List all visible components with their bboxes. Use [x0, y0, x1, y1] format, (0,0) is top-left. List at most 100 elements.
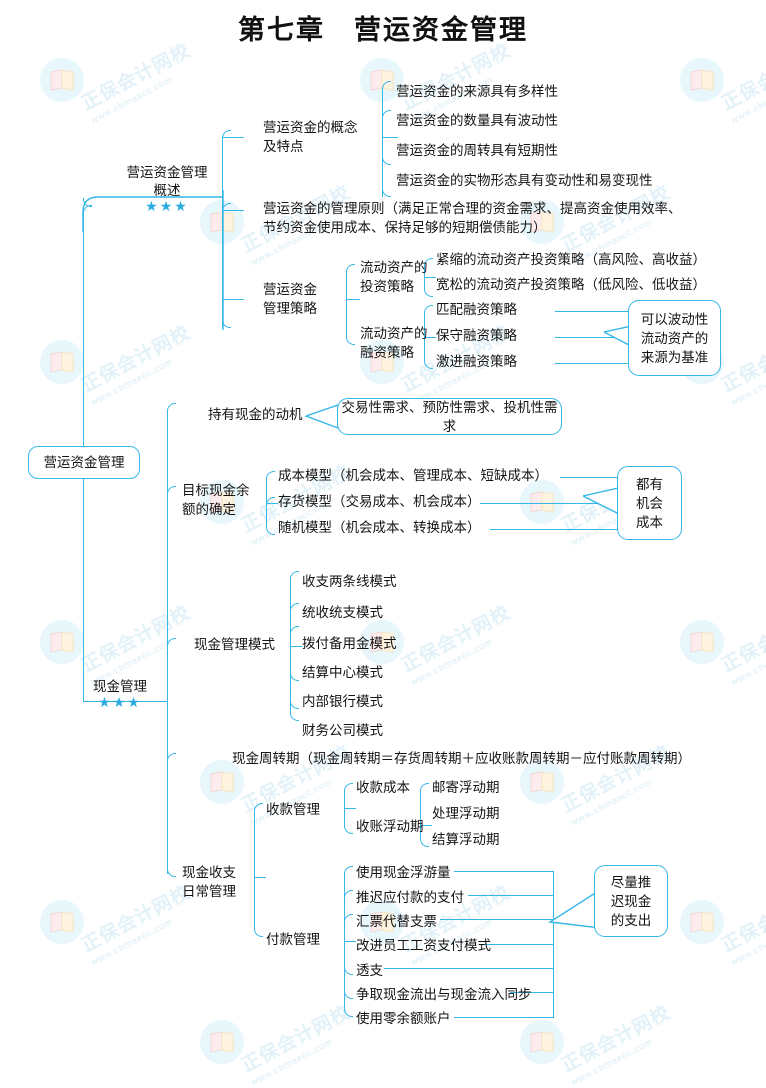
watermark-logo-icon [680, 620, 724, 664]
collect-item-hook-1 [344, 821, 353, 834]
pay-item-1[interactable]: 推迟应付款的支付 [356, 890, 464, 905]
float-items-stub [420, 825, 432, 827]
pay-item-hook-6 [344, 1004, 353, 1017]
pay-item-hook-4 [344, 962, 353, 975]
finance-item-0[interactable]: 匹配融资策略 [436, 302, 517, 317]
pay-item-4[interactable]: 透支 [356, 963, 383, 978]
mode-item-1[interactable]: 统收统支模式 [302, 605, 383, 620]
overview-principle[interactable]: 营运资金的管理原则（满足正常合理的资金需求、提高资金使用效率、 节约资金使用成本… [263, 201, 682, 235]
pay-item-3[interactable]: 改进员工工资支付模式 [356, 938, 491, 953]
daily-collect-hook [254, 803, 263, 816]
concept-item-0[interactable]: 营运资金的来源具有多样性 [396, 84, 558, 99]
branch-overview-stars: ★★★ [145, 199, 189, 215]
watermark-logo-icon [40, 340, 84, 384]
cash-daily-node[interactable]: 现金收支 日常管理 [182, 865, 236, 899]
branch-label-overview[interactable]: 营运资金管理 概述 ★★★ [112, 164, 222, 214]
finance-connector-1 [555, 337, 644, 339]
overview-concept-node[interactable]: 营运资金的概念 及特点 [263, 120, 358, 154]
collect-item-hook-0 [344, 783, 353, 796]
cash-motive-node[interactable]: 持有现金的动机 [208, 407, 303, 422]
invest-strategy-node[interactable]: 流动资产的 投资策略 [360, 260, 428, 294]
target-item-hook-2 [266, 522, 275, 535]
target-item-2[interactable]: 随机模型（机会成本、转换成本） [278, 520, 481, 535]
mode-items-stub [290, 646, 302, 648]
strategy-invest-hook [346, 264, 355, 279]
watermark-logo-icon [40, 58, 84, 102]
root-node[interactable]: 营运资金管理 [28, 446, 140, 479]
invest-item-1[interactable]: 宽松的流动资产投资策略（低风险、低收益） [436, 277, 706, 292]
pay-items-stub [344, 941, 356, 943]
mode-item-hook-1 [290, 603, 299, 616]
target-callout[interactable]: 都有 机会 成本 [617, 466, 682, 540]
collect-item-1[interactable]: 收账浮动期 [356, 819, 424, 834]
concept-items-spine [382, 88, 384, 197]
branch-cash-stars: ★★★ [98, 695, 142, 711]
pay-connector-5 [510, 992, 554, 994]
collect-items-stub [344, 808, 356, 810]
mode-item-3[interactable]: 结算中心模式 [302, 665, 383, 680]
branch-label-cash[interactable]: 现金管理 ★★★ [75, 678, 165, 710]
pay-item-2[interactable]: 汇票代替支票 [356, 914, 437, 929]
cash-cycle-hook [167, 753, 176, 768]
invest-item-0[interactable]: 紧缩的流动资产投资策略（高风险、高收益） [436, 252, 706, 267]
pay-item-5[interactable]: 争取现金流出与现金流入同步 [356, 987, 532, 1002]
target-item-hook-1 [266, 497, 275, 510]
float-item-0[interactable]: 邮寄浮动期 [432, 780, 500, 795]
overview-elbow [82, 196, 223, 232]
watermark-logo-icon [40, 620, 84, 664]
branch-label-overview-text: 营运资金管理 概述 [126, 165, 208, 198]
pay-node[interactable]: 付款管理 [266, 932, 320, 947]
finance-item-2[interactable]: 激进融资策略 [436, 354, 517, 369]
target-connector-2 [490, 529, 618, 531]
target-item-1[interactable]: 存货模型（交易成本、机会成本） [278, 494, 481, 509]
overview-strategy-node[interactable]: 营运资金 管理策略 [263, 282, 317, 316]
mode-item-2[interactable]: 拨付备用金模式 [302, 636, 397, 651]
pay-item-6[interactable]: 使用零余额账户 [356, 1011, 451, 1026]
daily-pay-hook [254, 924, 263, 937]
float-item-2[interactable]: 结算浮动期 [432, 832, 500, 847]
float-item-1[interactable]: 处理浮动期 [432, 806, 500, 821]
pay-connector-6 [454, 1017, 554, 1019]
watermark-logo-icon [200, 1020, 244, 1064]
collect-item-0[interactable]: 收款成本 [356, 780, 410, 795]
pay-connector-0 [454, 871, 554, 873]
target-item-0[interactable]: 成本模型（机会成本、管理成本、短缺成本） [278, 468, 548, 483]
pay-item-0[interactable]: 使用现金浮游量 [356, 865, 451, 880]
cash-target-hook [167, 486, 176, 501]
mode-item-5[interactable]: 财务公司模式 [302, 723, 383, 738]
mode-item-0[interactable]: 收支两条线模式 [302, 574, 397, 589]
pay-item-hook-1 [344, 890, 353, 903]
concept-item-hook-3 [382, 182, 391, 197]
watermark-logo-icon [40, 900, 84, 944]
finance-callout[interactable]: 可以波动性 流动资产的 来源为基准 [628, 300, 721, 376]
watermark-logo-icon [680, 900, 724, 944]
concept-item-3[interactable]: 营运资金的实物形态具有变动性和易变现性 [396, 173, 653, 188]
page-title: 第七章 营运资金管理 [238, 15, 528, 45]
mode-item-hook-0 [290, 571, 299, 584]
float-items-spine [420, 790, 422, 840]
invest-items-stub [424, 277, 436, 279]
concept-item-2[interactable]: 营运资金的周转具有短期性 [396, 143, 558, 158]
cash-mode-node[interactable]: 现金管理模式 [194, 637, 275, 652]
mode-item-4[interactable]: 内部银行模式 [302, 694, 383, 709]
invest-item-hook-0 [424, 258, 433, 271]
pay-bus [553, 871, 555, 1018]
motive-callout[interactable]: 交易性需求、预防性需求、投机性需求 [337, 398, 562, 435]
cash-target-node[interactable]: 目标现金余 额的确定 [182, 483, 250, 517]
finance-item-1[interactable]: 保守融资策略 [436, 328, 517, 343]
pay-callout[interactable]: 尽量推 迟现金 的支出 [594, 865, 668, 937]
pay-connector-3 [482, 944, 554, 946]
collect-node[interactable]: 收款管理 [266, 802, 320, 817]
root-spine-lower [83, 479, 85, 701]
strategy-spine [346, 271, 348, 337]
cash-cycle[interactable]: 现金周转期（现金周转期＝存货周转期＋应收账款周转期－应付账款周转期） [232, 751, 691, 766]
concept-item-1[interactable]: 营运资金的数量具有波动性 [396, 113, 558, 128]
pay-item-hook-0 [344, 866, 353, 879]
